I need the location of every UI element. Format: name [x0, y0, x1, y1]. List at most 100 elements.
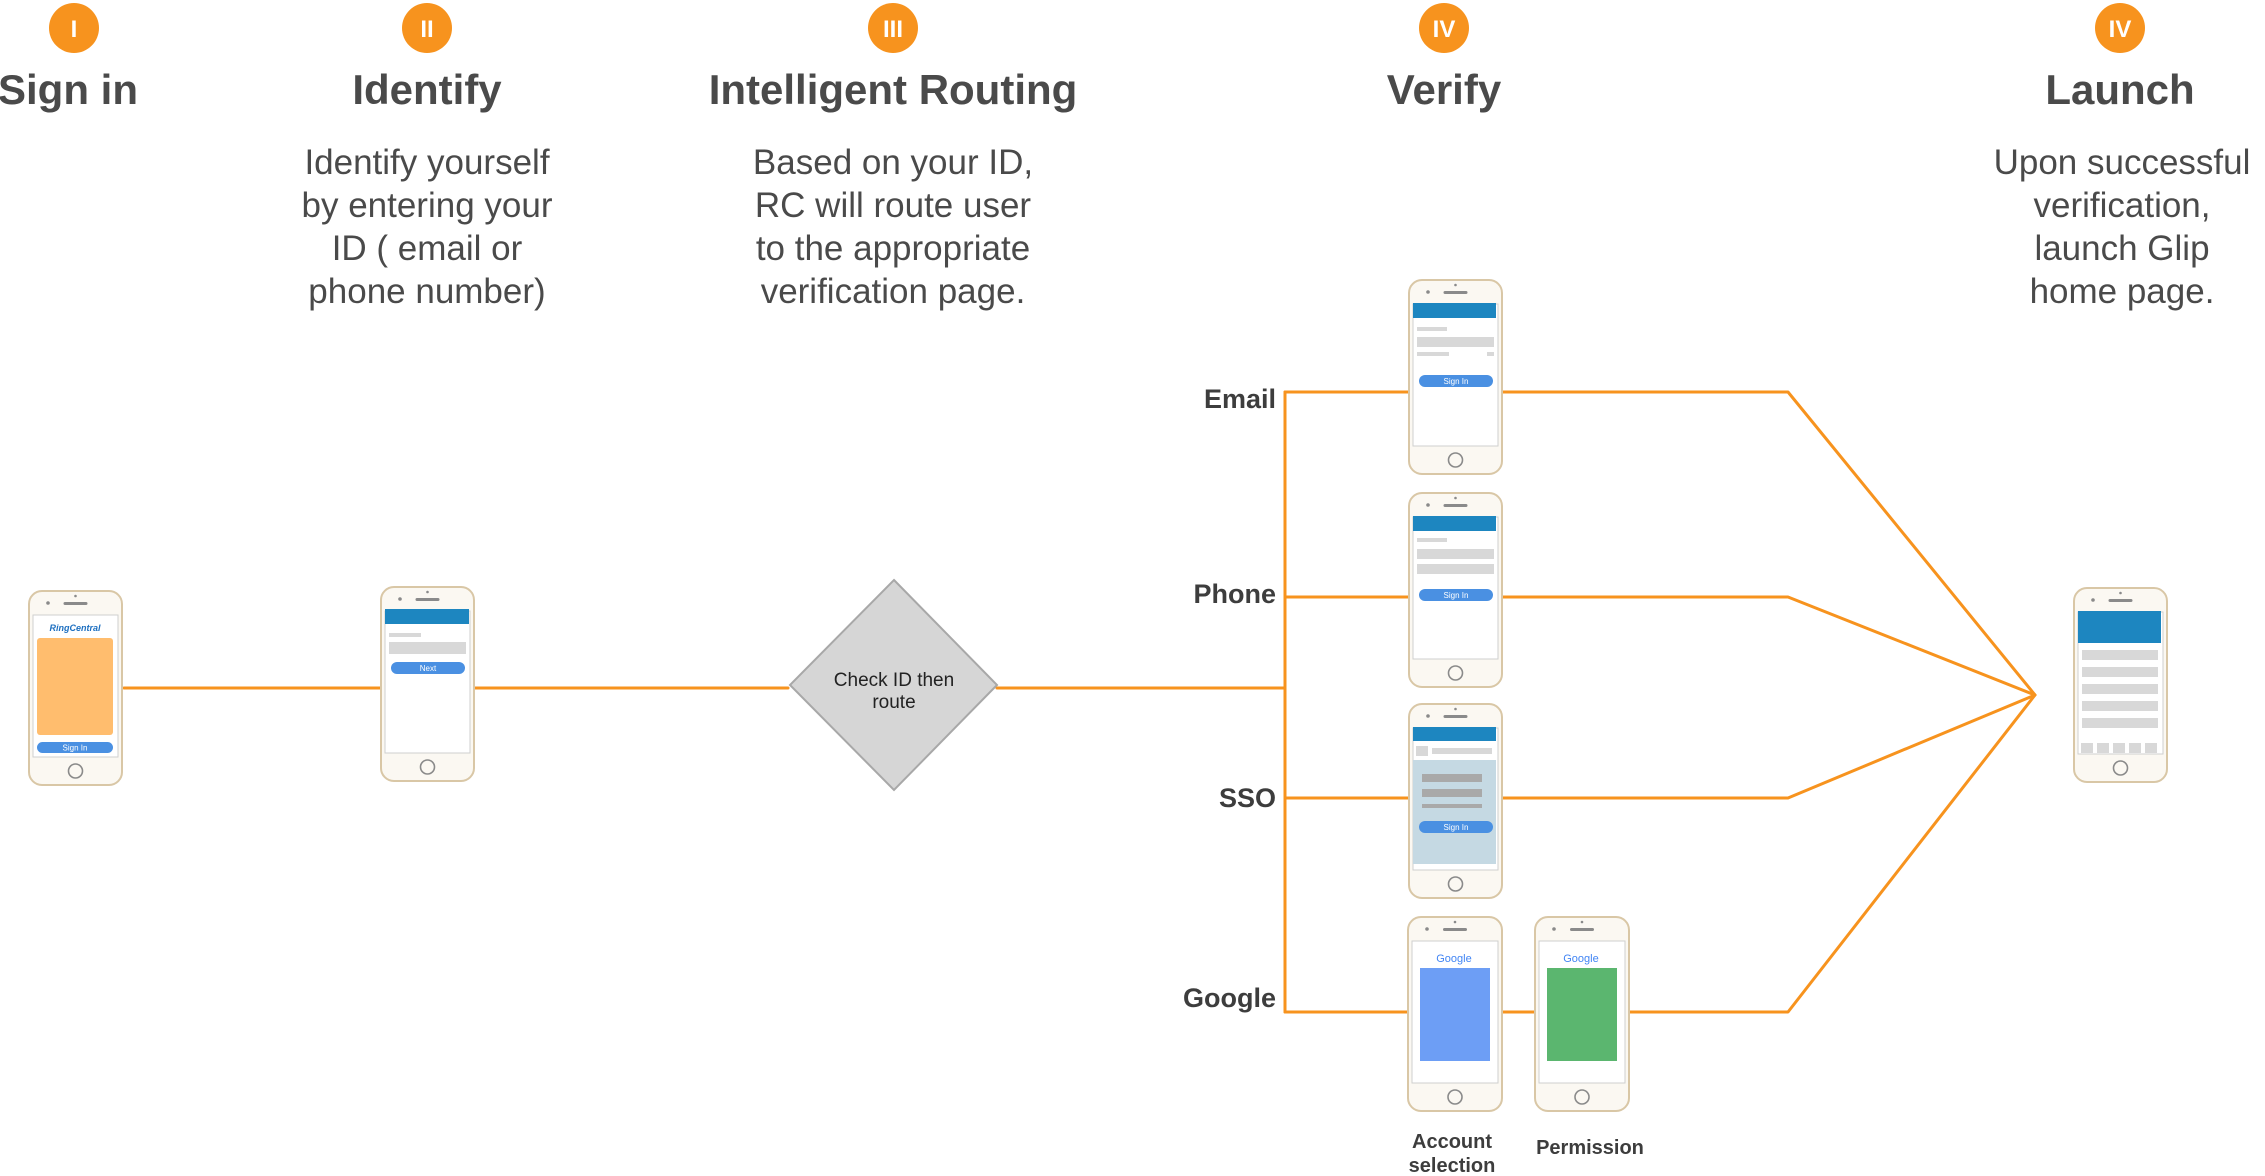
- sign-in-button-label: Sign In: [1444, 591, 1469, 600]
- camera-dot: [426, 590, 429, 594]
- caption-account-selection-line: selection: [1409, 1155, 1496, 1176]
- step-description-line: phone number): [308, 272, 545, 311]
- permission-card: [1547, 968, 1617, 1061]
- home-button-icon: [67, 763, 84, 779]
- google-logo: Google: [1436, 953, 1471, 965]
- branch-label-google: Google: [1183, 983, 1276, 1013]
- field-label-placeholder: [389, 633, 421, 637]
- account-selection-card: [1420, 968, 1490, 1061]
- home-button-icon: [419, 759, 436, 775]
- step-title: Intelligent Routing: [709, 66, 1078, 113]
- app-header-bar: [1413, 727, 1496, 741]
- step-description-line: Upon successful: [1994, 143, 2251, 182]
- branch-labels: Email Phone SSO Google: [1183, 384, 1276, 1013]
- step-badge: [49, 3, 99, 53]
- camera-dot: [1453, 920, 1457, 924]
- decision-node: Check ID then route: [788, 578, 999, 792]
- field-hint-placeholder: [1417, 352, 1449, 356]
- front-sensor: [1426, 714, 1430, 718]
- sign-in-button-label: Sign In: [63, 744, 88, 753]
- step-numeral: IV: [2109, 16, 2132, 43]
- step-badge: [868, 3, 918, 53]
- step-description-line: ID ( email or: [332, 229, 523, 268]
- step-numeral: IV: [1433, 16, 1456, 43]
- glip-list-row: [2082, 701, 2158, 711]
- next-button: [391, 662, 465, 674]
- app-header-bar: [385, 609, 469, 624]
- branch-label-phone: Phone: [1193, 579, 1276, 609]
- google-captions: Account selection Permission: [1409, 1131, 1644, 1176]
- phone-phone-verify: Sign In: [1408, 492, 1503, 688]
- sso-top-placeholder: [1416, 746, 1428, 756]
- step-badge: [2095, 3, 2145, 53]
- step-description-line: verification page.: [761, 272, 1026, 311]
- step-title: Identify: [352, 66, 502, 113]
- step-1: I Sign in: [0, 3, 138, 113]
- next-button-label: Next: [420, 664, 437, 673]
- front-sensor: [1426, 290, 1430, 294]
- home-button-icon: [2112, 760, 2129, 776]
- flow-connectors: [122, 390, 2037, 1014]
- camera-dot: [1454, 496, 1457, 500]
- step-title: Verify: [1387, 66, 1502, 113]
- field-label-placeholder: [1417, 327, 1447, 331]
- decision-label-line: route: [872, 692, 915, 713]
- step-numeral: I: [71, 16, 78, 43]
- camera-dot: [1454, 283, 1457, 287]
- google-logo: Google: [1563, 953, 1598, 965]
- connector-phone-launch: [1500, 595, 2037, 697]
- step-description-line: verification,: [2033, 186, 2210, 225]
- sign-in-button-label: Sign In: [1444, 377, 1469, 386]
- sign-in-card: [37, 638, 113, 735]
- decision-label-line: Check ID then: [834, 670, 954, 691]
- code-input-placeholder: [1417, 564, 1494, 574]
- glip-tab-bar-item: [2145, 743, 2157, 753]
- speaker-grille: [2108, 599, 2133, 602]
- step-badge: [1419, 3, 1469, 53]
- glip-list-row: [2082, 650, 2158, 660]
- branch-label-sso: SSO: [1219, 783, 1276, 813]
- speaker-grille: [1570, 928, 1594, 931]
- ringcentral-logo: RingCentral: [49, 623, 101, 633]
- step-description-line: Based on your ID,: [753, 143, 1033, 182]
- speaker-grille: [1443, 291, 1468, 294]
- field-label-placeholder: [1417, 538, 1447, 542]
- phone-glip-home: [2073, 587, 2168, 783]
- step-5: IV Launch Upon successful verification, …: [1994, 3, 2251, 311]
- step-description-line: launch Glip: [2034, 229, 2209, 268]
- password-input-placeholder: [1417, 337, 1494, 347]
- branch-label-email: Email: [1204, 384, 1276, 414]
- home-button-icon: [1574, 1089, 1590, 1105]
- step-description-line: home page.: [2030, 272, 2215, 311]
- phone-google-account-selection: Google: [1407, 916, 1503, 1112]
- glip-tab-bar-item: [2129, 743, 2141, 753]
- phone-google-permission: Google: [1534, 916, 1630, 1112]
- sign-in-button-label: Sign In: [1444, 823, 1469, 832]
- speaker-grille: [1443, 928, 1467, 931]
- home-button-icon: [1447, 876, 1464, 892]
- phone-screen: [384, 610, 471, 754]
- camera-dot: [1580, 920, 1584, 924]
- front-sensor: [1425, 927, 1429, 931]
- front-sensor: [398, 597, 402, 601]
- step-3: III Intelligent Routing Based on your ID…: [709, 3, 1078, 311]
- glip-header-bar: [2078, 611, 2161, 643]
- step-badge: [402, 3, 452, 53]
- front-sensor: [2091, 598, 2095, 602]
- home-button-icon: [1447, 1089, 1463, 1105]
- camera-dot: [1454, 707, 1457, 711]
- sso-field-placeholder: [1422, 804, 1482, 808]
- phone-identify: Next: [380, 586, 475, 782]
- sign-in-button: [1419, 821, 1493, 833]
- speaker-grille: [63, 602, 88, 605]
- step-description-line: Identify yourself: [304, 143, 549, 182]
- step-2: II Identify Identify yourself by enterin…: [302, 3, 553, 311]
- sign-in-button: [37, 742, 113, 753]
- sso-field-placeholder: [1422, 774, 1482, 782]
- glip-tab-bar-item: [2081, 743, 2093, 753]
- connector-sso-launch: [1500, 693, 2037, 800]
- sign-in-button: [1419, 589, 1493, 601]
- front-sensor: [46, 601, 50, 605]
- speaker-grille: [415, 598, 440, 601]
- phone-sso-verify: Sign In: [1408, 703, 1503, 899]
